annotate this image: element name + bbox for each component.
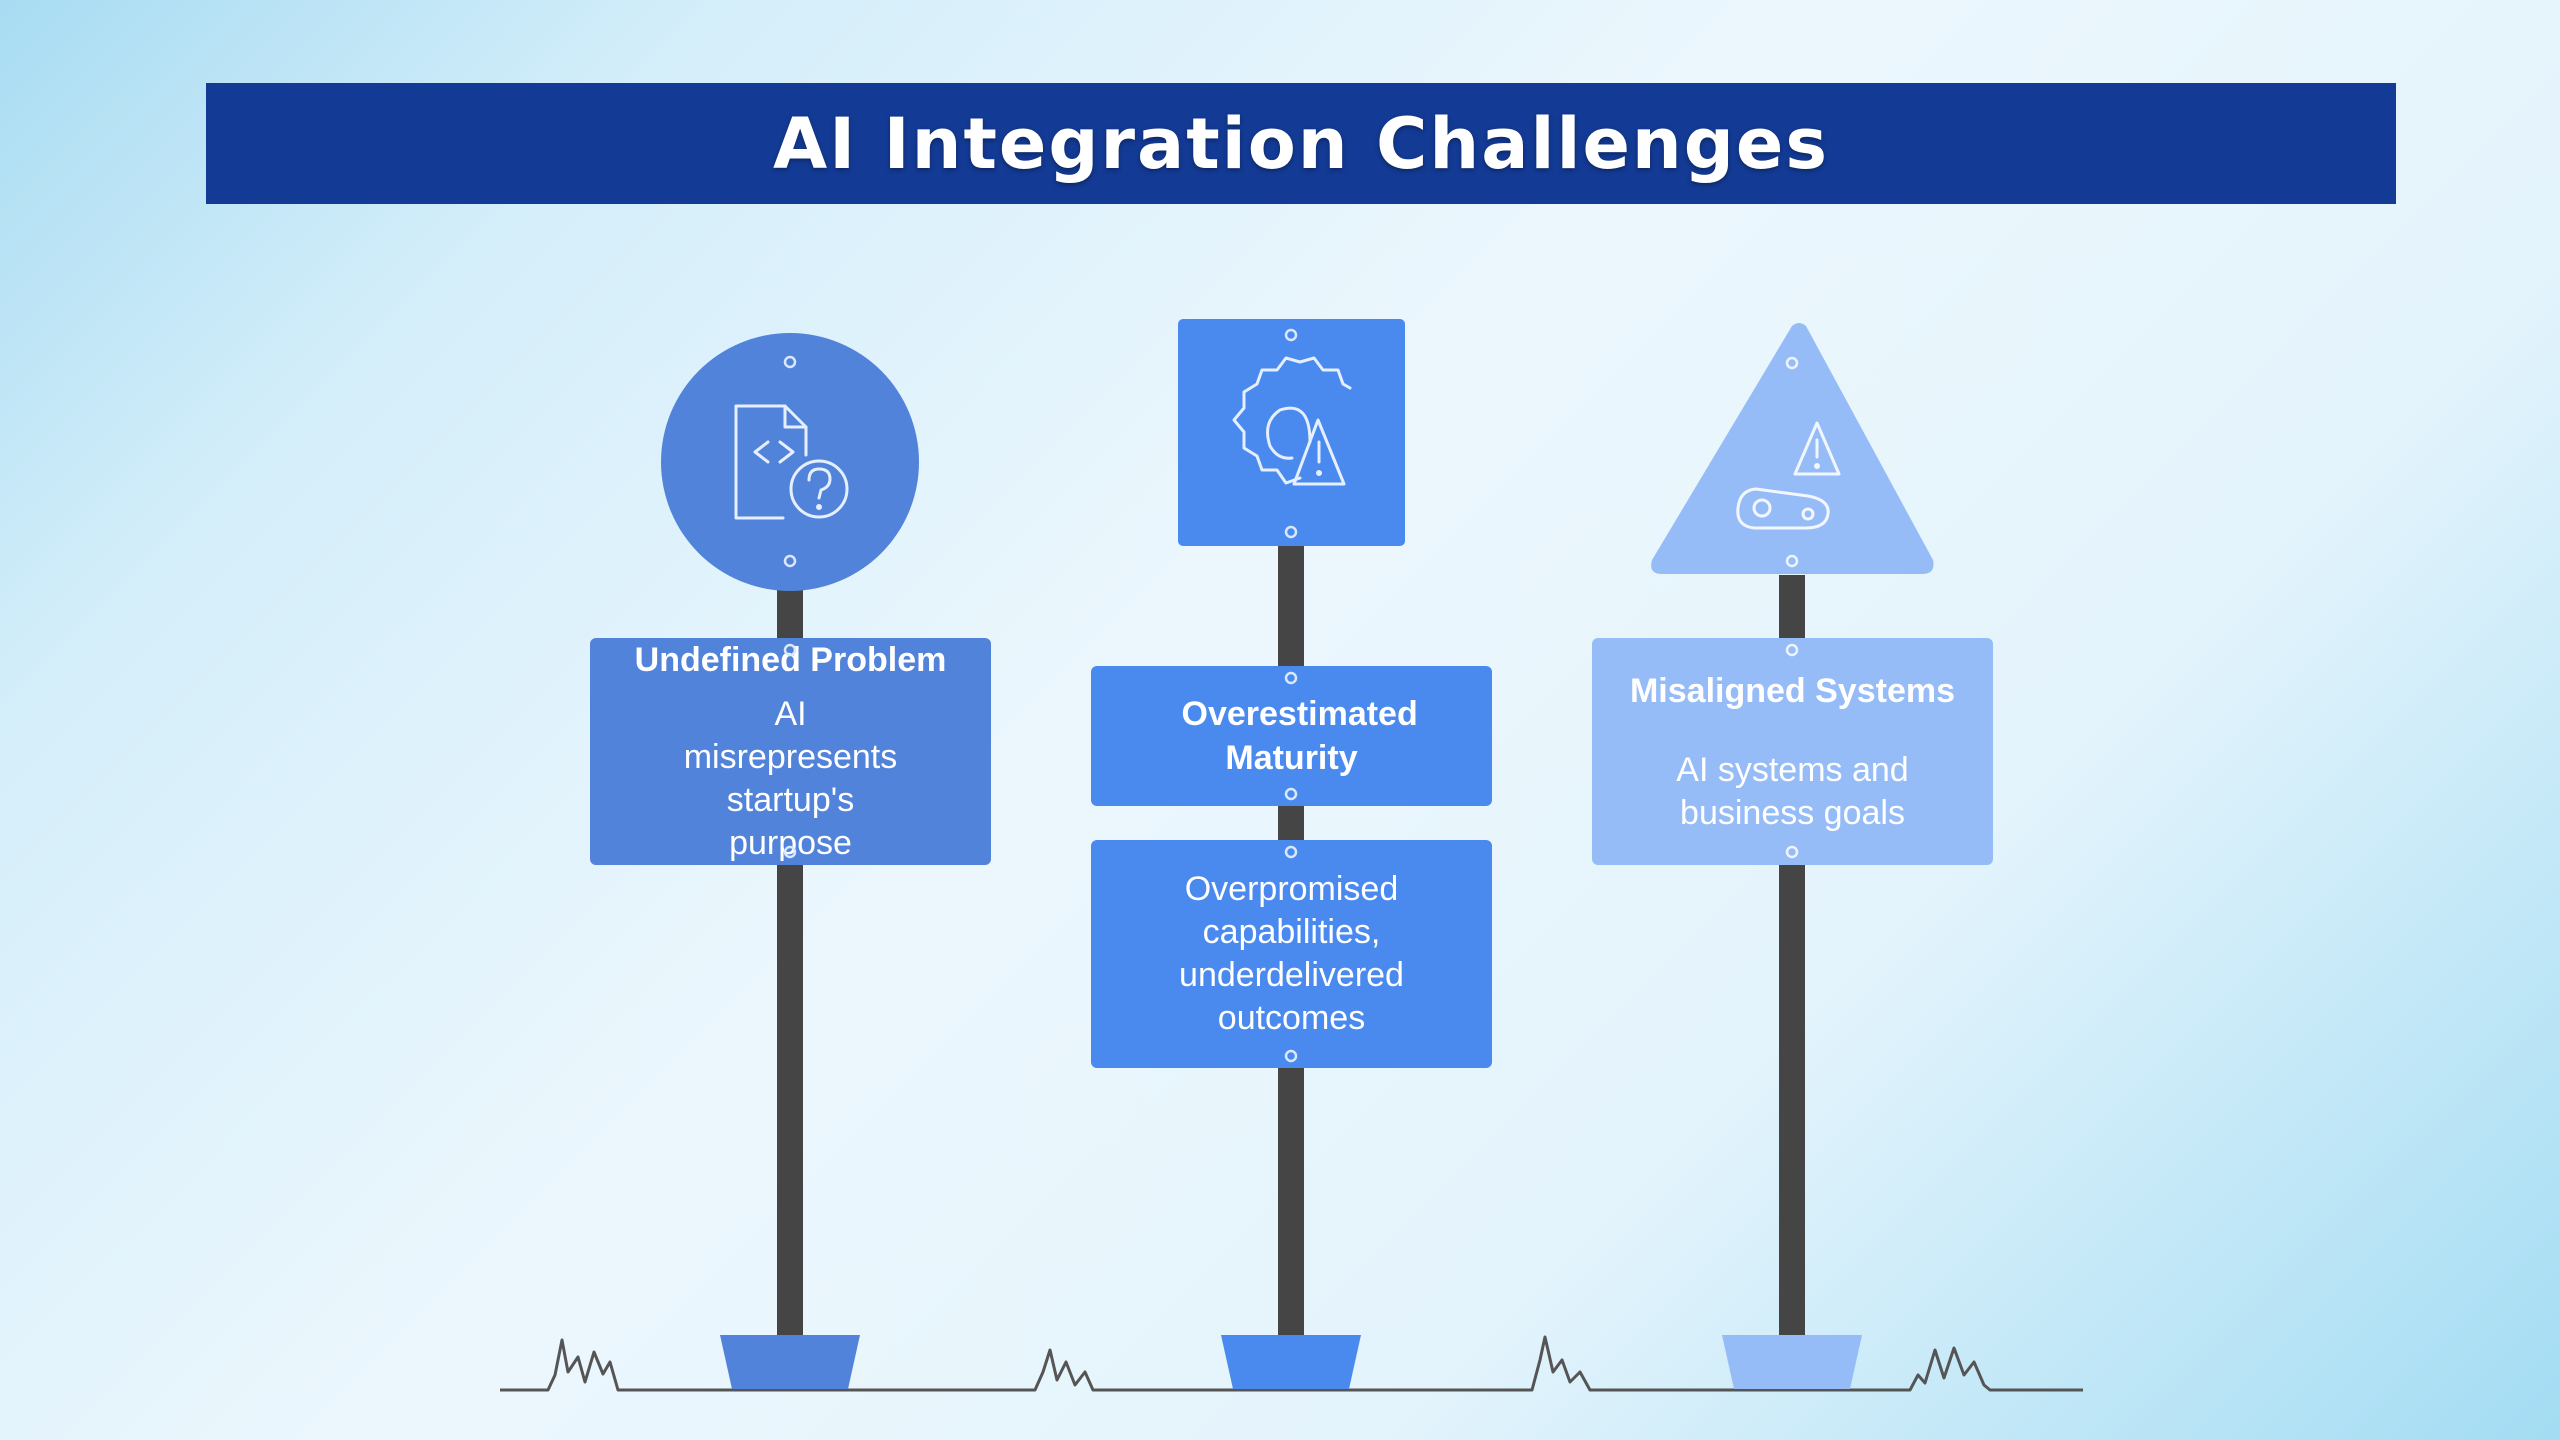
bolt-icon [783,554,797,568]
bolt-icon [1785,554,1799,568]
bolt-icon [1284,525,1298,539]
sign-shape-square [1178,319,1405,546]
gear-warning-icon [1232,356,1352,486]
conveyor-warning-icon [1736,421,1841,530]
sign-card-overestimated-maturity: Overestimated Maturity [1091,666,1492,806]
bolt-icon [1785,356,1799,370]
sign-description: AI systems and business goals [1676,750,1909,832]
signpost-base-1 [720,1335,860,1389]
bolt-icon [1284,328,1298,342]
signpost-base-2 [1221,1335,1361,1389]
title-banner: AI Integration Challenges [206,83,2396,204]
sign-card-overestimated-description: Overpromised capabilities, underdelivere… [1091,840,1492,1068]
sign-card-misaligned-systems: Misaligned Systems AI systems and busine… [1592,638,1993,865]
sign-title: Overestimated Maturity [1181,695,1418,777]
sign-description: Overpromised capabilities, underdelivere… [1179,870,1404,1037]
sign-card-undefined-problem: Undefined Problem AI misrepresents start… [590,638,991,865]
sign-description: AI misrepresents startup's purpose [683,695,898,862]
sign-title: Undefined Problem [634,641,947,679]
sign-shape-triangle [1651,323,1934,574]
ground-line [500,1335,2083,1392]
sign-title: Misaligned Systems [1629,671,1955,710]
bolt-icon [783,355,797,369]
page-title: AI Integration Challenges [772,102,1829,185]
signpost-base-3 [1722,1335,1862,1389]
code-file-question-icon [734,404,849,520]
sign-shape-circle [661,333,919,591]
